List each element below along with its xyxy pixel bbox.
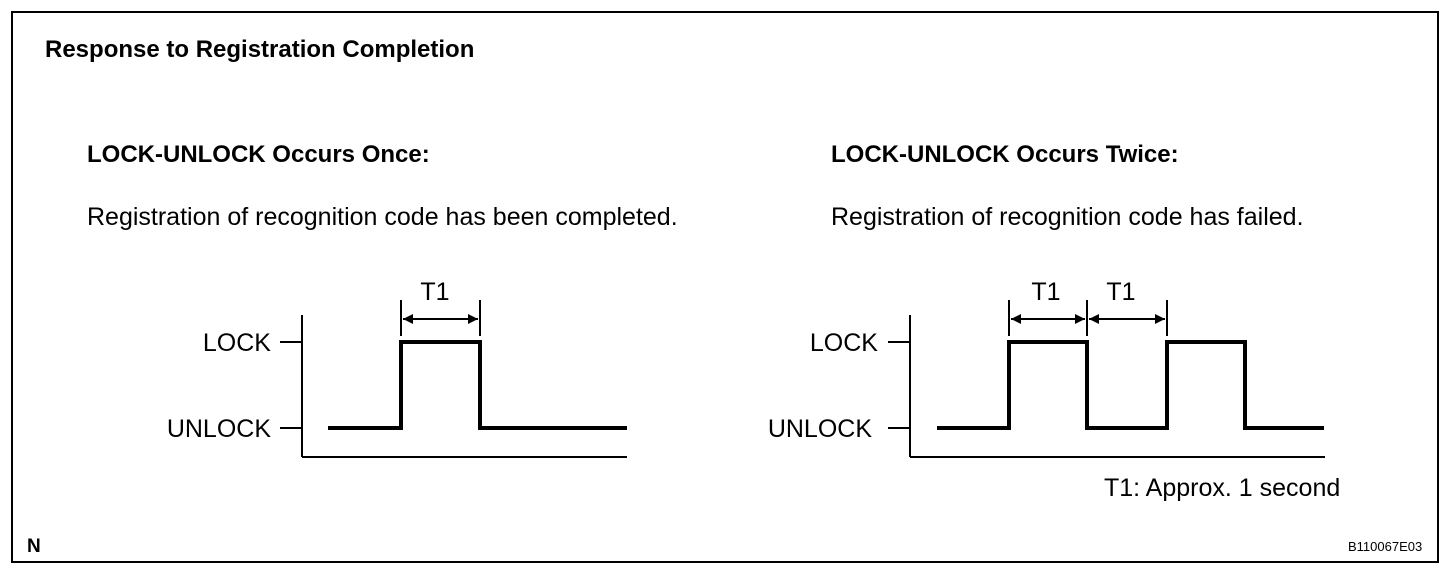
case-twice-description: Registration of recognition code has fai… <box>831 203 1304 231</box>
page-title: Response to Registration Completion <box>45 36 475 63</box>
case-once-description: Registration of recognition code has bee… <box>87 203 678 231</box>
case-twice-heading: LOCK-UNLOCK Occurs Twice: <box>831 141 1179 168</box>
timing-chart-once: LOCK UNLOCK T1 <box>167 278 627 458</box>
figure-code: B110067E03 <box>1348 539 1423 554</box>
lock-level-label: LOCK <box>203 329 271 357</box>
unlock-level-label: UNLOCK <box>768 415 873 443</box>
case-once-heading: LOCK-UNLOCK Occurs Once: <box>87 141 430 168</box>
timing-chart-twice: LOCK UNLOCK T1 T1 <box>768 278 1325 458</box>
t1-label-first: T1 <box>1031 278 1060 306</box>
lock-pulse-waveform <box>937 340 1324 430</box>
t1-duration-note: T1: Approx. 1 second <box>1104 474 1341 502</box>
t1-label: T1 <box>420 278 449 306</box>
t1-label-second: T1 <box>1106 278 1135 306</box>
lock-level-label: LOCK <box>810 329 878 357</box>
figure-frame <box>11 11 1439 563</box>
lock-pulse-waveform <box>328 340 627 430</box>
corner-letter: N <box>27 536 41 557</box>
unlock-level-label: UNLOCK <box>167 415 272 443</box>
